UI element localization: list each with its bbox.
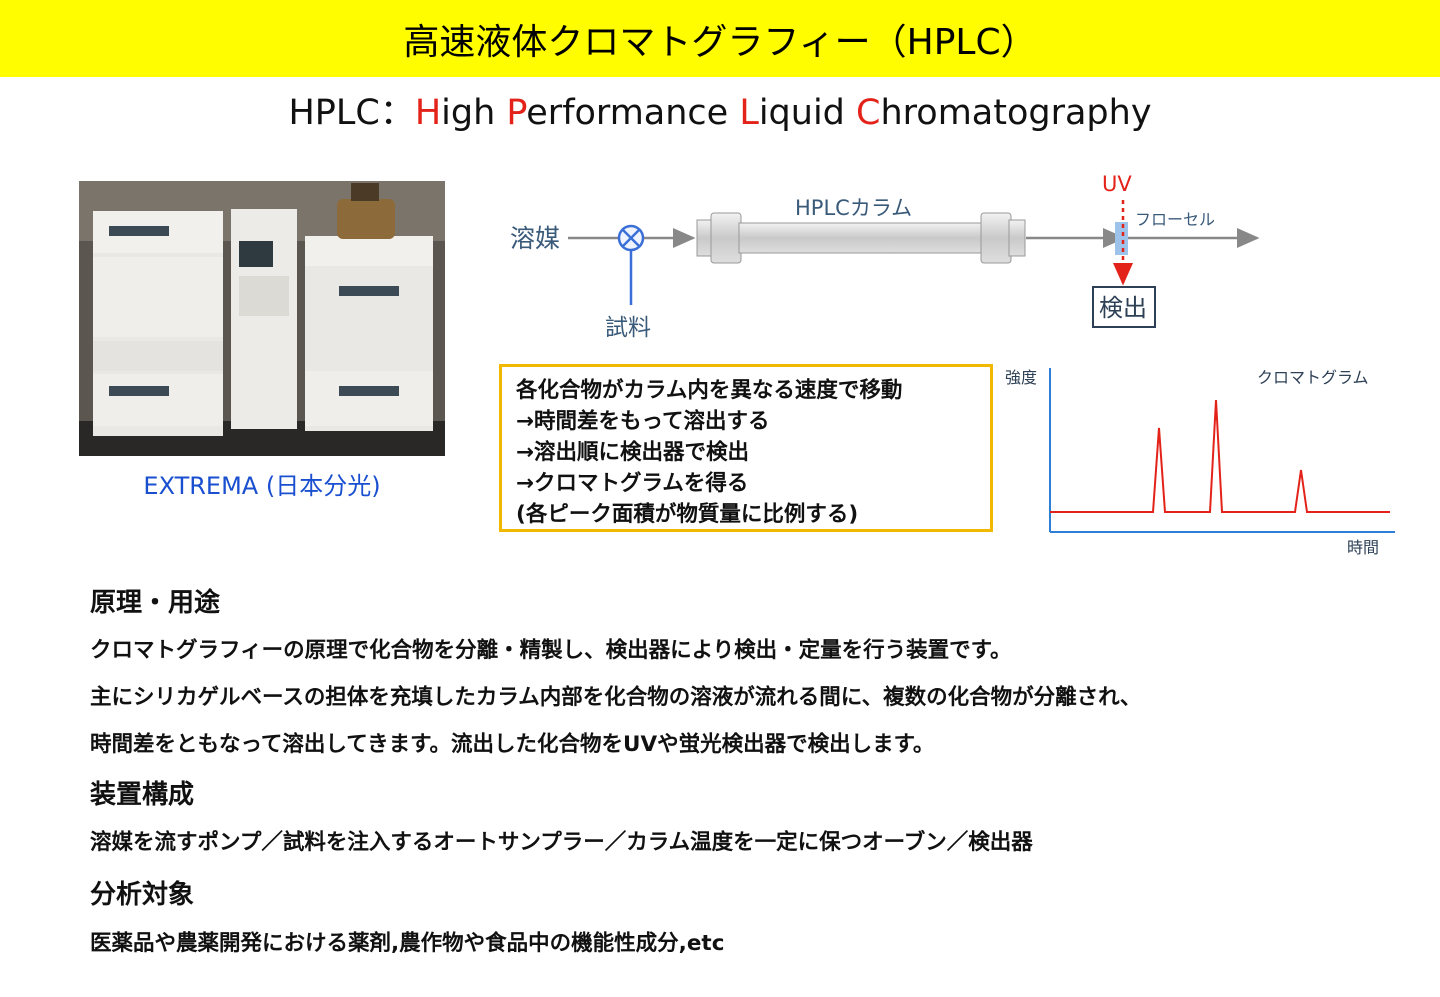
chromatogram-trace — [1050, 399, 1390, 513]
explanation-box: 各化合物がカラム内を異なる速度で移動 →時間差をもって溶出する →溶出順に検出器… — [499, 364, 993, 532]
solvent-label: 溶媒 — [510, 224, 560, 253]
config-line: 溶媒を流すポンプ／試料を注入するオートサンプラー／カラム温度を一定に保つオーブン… — [90, 830, 1033, 855]
instrument-caption: EXTREMA (日本分光) — [143, 472, 381, 500]
chromatogram-xlabel: 時間 — [1347, 538, 1379, 557]
principle-heading: 原理・用途 — [90, 588, 221, 618]
note-line-2: →時間差をもって溶出する — [516, 409, 770, 434]
chromatogram-ylabel: 強度 — [1005, 368, 1037, 387]
subtitle-word-performance: erformance — [526, 93, 740, 133]
title-bar: 高速液体クロマトグラフィー（HPLC） — [0, 0, 1440, 77]
flow-cell-icon — [1115, 222, 1128, 255]
note-line-3: →溶出順に検出器で検出 — [516, 440, 750, 465]
detector-box — [1092, 286, 1156, 328]
flowcell-label: フローセル — [1135, 210, 1215, 229]
hplc-flow-diagram: 溶媒 試料 HPLCカラム UV フローセル 検出 — [510, 172, 1260, 341]
page-title: 高速液体クロマトグラフィー（HPLC） — [403, 21, 1037, 63]
target-heading: 分析対象 — [90, 880, 195, 910]
principle-line-3: 時間差をともなって溶出してきます。流出した化合物をUVや蛍光検出器で検出します。 — [90, 732, 935, 757]
config-heading: 装置構成 — [90, 780, 195, 810]
hplc-column-icon — [696, 212, 1026, 264]
instrument-photo — [79, 181, 445, 456]
note-line-1: 各化合物がカラム内を異なる速度で移動 — [516, 378, 903, 403]
note-line-4: →クロマトグラムを得る — [516, 471, 749, 496]
subtitle-initial-h: H — [414, 93, 442, 133]
subtitle-word-liquid: iquid — [758, 93, 857, 133]
principle-line-2: 主にシリカゲルベースの担体を充填したカラム内部を化合物の溶液が流れる間に、複数の… — [90, 685, 1142, 710]
sample-label: 試料 — [605, 315, 651, 341]
note-line-5: (各ピーク面積が物質量に比例する) — [516, 502, 859, 527]
subtitle: HPLC：High Performance Liquid Chromatogra… — [0, 84, 1440, 135]
chromatogram-title: クロマトグラム — [1257, 368, 1369, 387]
subtitle-prefix: HPLC： — [288, 93, 415, 133]
subtitle-word-chromatography: hromatography — [880, 93, 1152, 133]
chromatogram-plot: 強度 クロマトグラム 時間 — [1005, 368, 1395, 557]
subtitle-word-high: igh — [441, 93, 507, 133]
detector-label: 検出 — [1099, 294, 1147, 322]
column-label: HPLCカラム — [795, 196, 912, 220]
target-line: 医薬品や農薬開発における薬剤,農作物や食品中の機能性成分,etc — [90, 931, 725, 956]
subtitle-initial-c: C — [856, 93, 881, 133]
uv-label: UV — [1102, 172, 1132, 196]
subtitle-initial-l: L — [739, 93, 759, 133]
subtitle-initial-p: P — [506, 93, 527, 133]
principle-line-1: クロマトグラフィーの原理で化合物を分離・精製し、検出器により検出・定量を行う装置… — [90, 638, 1012, 663]
